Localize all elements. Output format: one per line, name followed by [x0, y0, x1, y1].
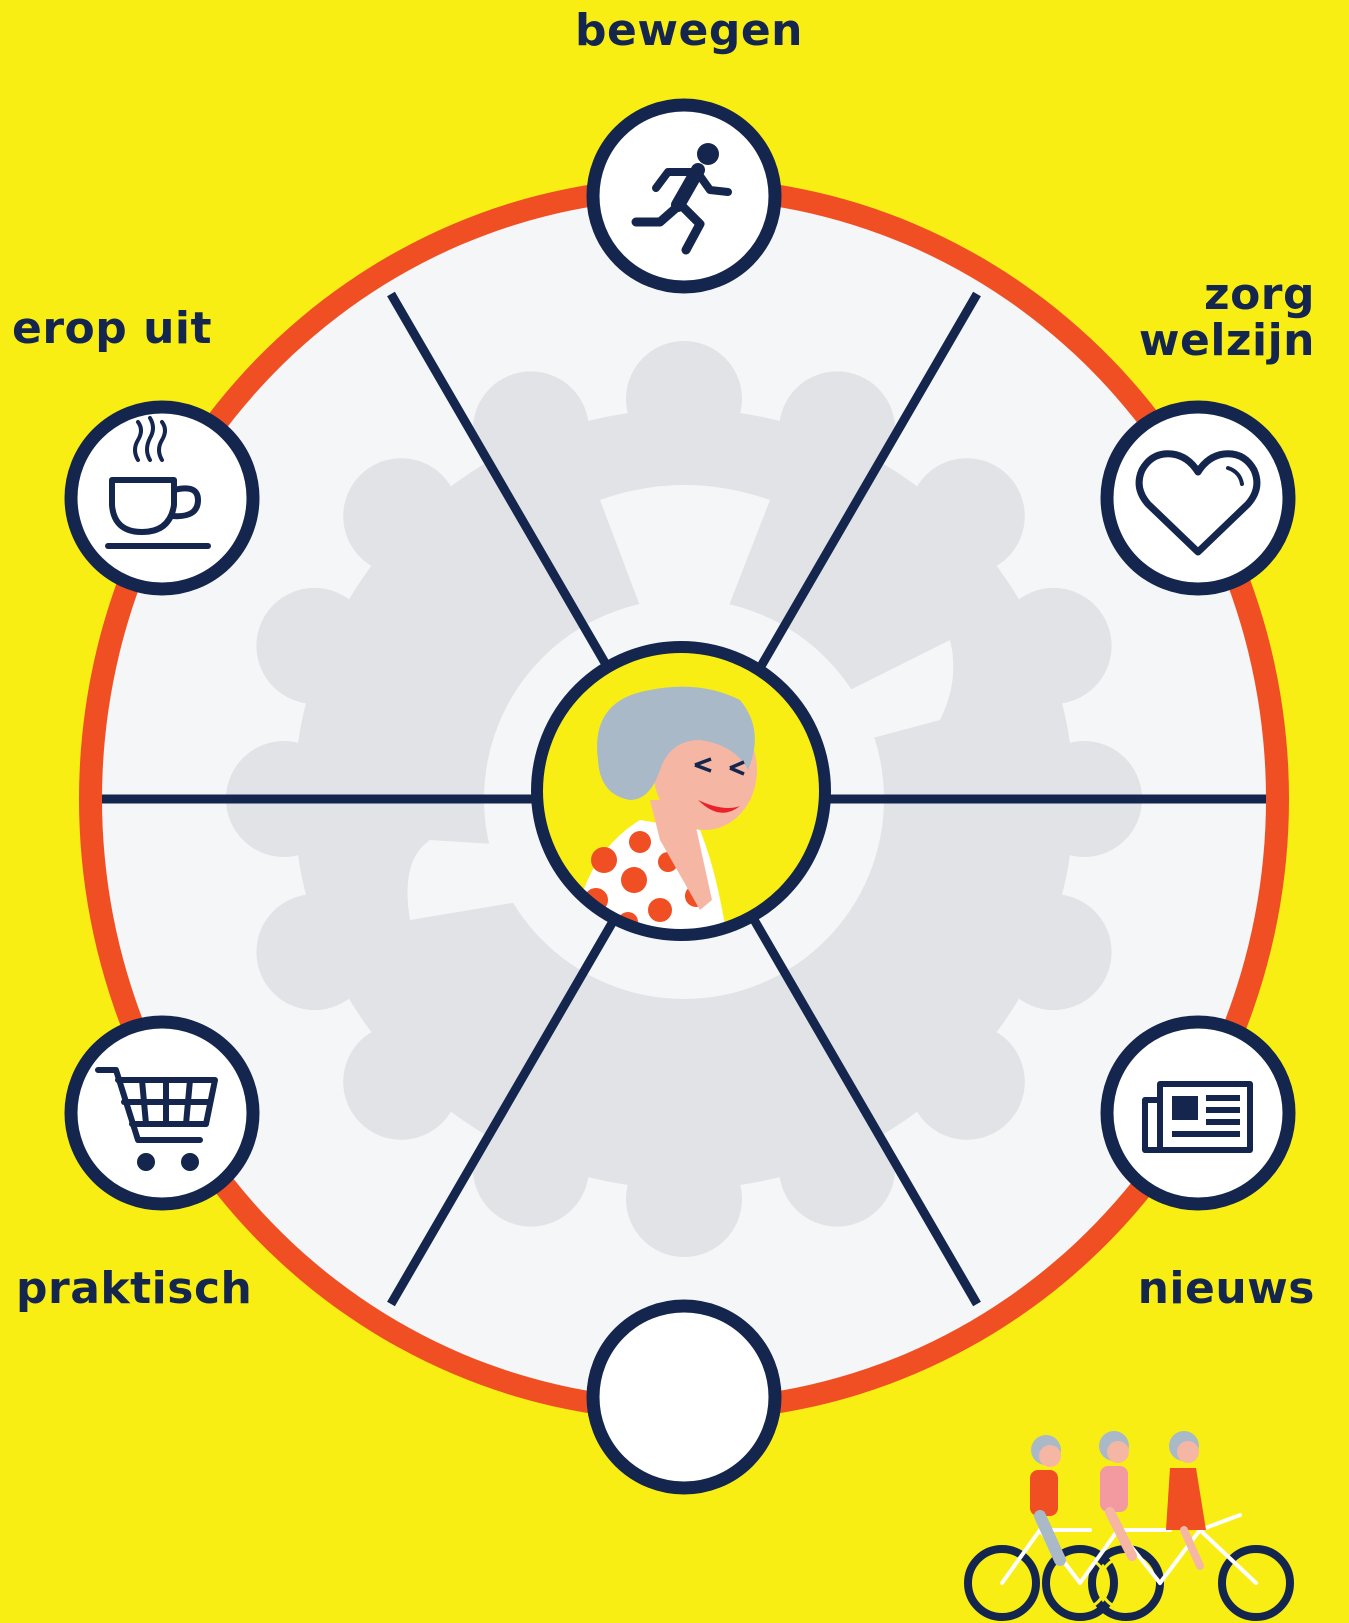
- cyclists-illustration: [964, 1431, 1294, 1621]
- label-zorg: zorg: [1203, 269, 1315, 320]
- nieuws-button[interactable]: [1100, 1015, 1296, 1211]
- coffee-cup-icon: [105, 416, 211, 549]
- gear-tooth: [779, 371, 896, 488]
- gear-tooth: [779, 1110, 896, 1227]
- gear-tooth: [343, 458, 460, 575]
- erop-uit-button[interactable]: [64, 400, 260, 596]
- running-person-icon: [631, 143, 732, 255]
- gear-tooth: [995, 587, 1112, 704]
- gear-tooth: [908, 458, 1025, 575]
- bewegen-button[interactable]: [586, 98, 782, 294]
- center-avatar: [531, 641, 831, 941]
- bottom-empty-button[interactable]: [586, 1299, 782, 1495]
- gear-tooth: [908, 1023, 1025, 1140]
- gear-tooth: [343, 1023, 460, 1140]
- gear-tooth: [626, 341, 742, 457]
- shopping-cart-icon: [95, 1067, 218, 1171]
- gear-tooth: [472, 1110, 589, 1227]
- gear-tooth: [472, 371, 589, 488]
- zorg-welzijn-button[interactable]: [1100, 400, 1296, 596]
- gear-tooth: [256, 894, 373, 1011]
- gear-tooth: [626, 1141, 742, 1257]
- label-bewegen: bewegen: [575, 5, 803, 56]
- praktisch-button[interactable]: [64, 1015, 260, 1211]
- gear-tooth: [995, 894, 1112, 1011]
- label-praktisch: praktisch: [16, 1263, 253, 1314]
- heart-icon: [1135, 450, 1261, 556]
- label-nieuws: nieuws: [1137, 1263, 1315, 1314]
- newspaper-icon: [1142, 1081, 1253, 1153]
- label-welzijn: welzijn: [1138, 315, 1315, 367]
- label-zorg-welzijn: zorg welzijn: [1138, 269, 1315, 367]
- label-erop-uit: erop uit: [12, 303, 213, 354]
- gear-tooth: [256, 587, 373, 704]
